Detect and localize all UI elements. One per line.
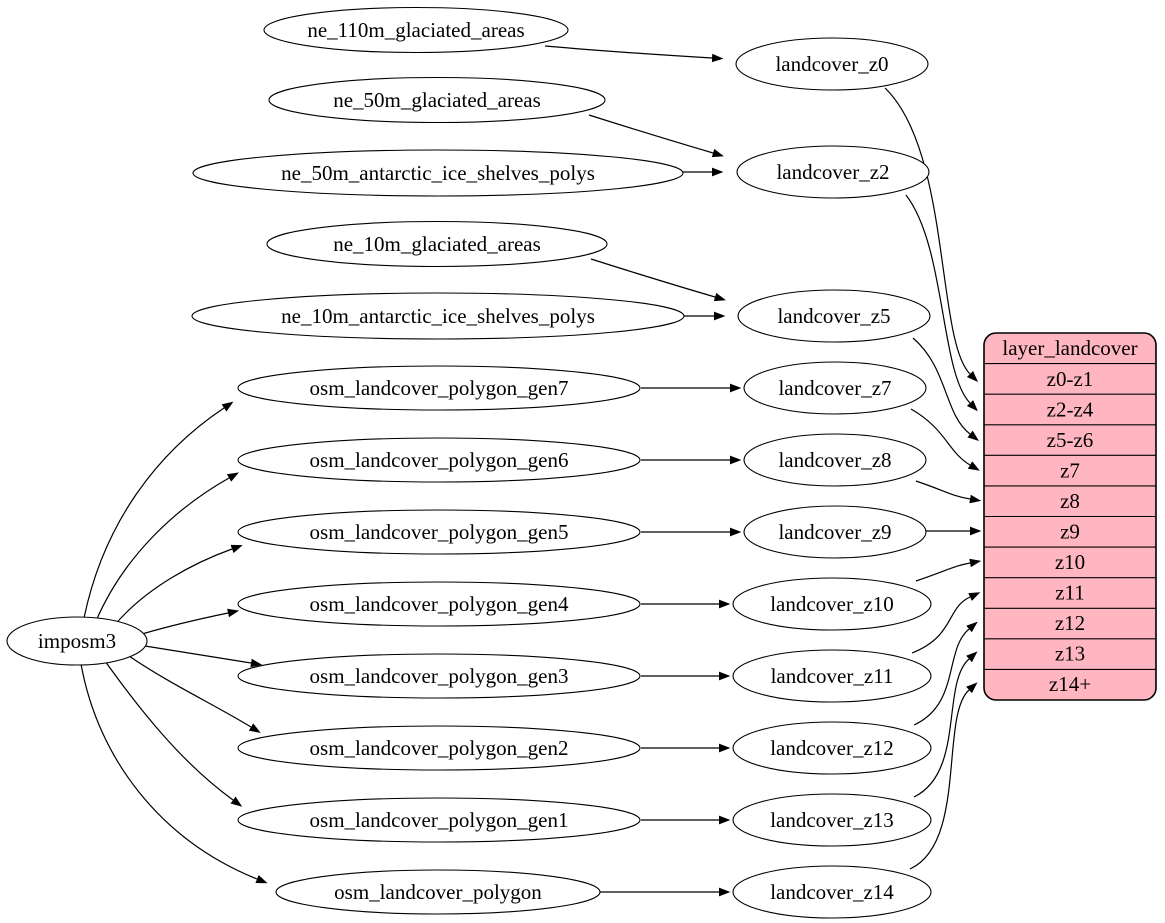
node-label: landcover_z7 (778, 376, 891, 400)
record-row-z8: z8 (1060, 489, 1080, 513)
node-label: osm_landcover_polygon_gen3 (310, 664, 569, 688)
node-label: landcover_z14 (770, 880, 894, 904)
edge-imposm3-to-osm_landcover_polygon_gen2 (128, 655, 261, 733)
record-row-z0-z1: z0-z1 (1047, 367, 1094, 391)
node-landcover_z14: landcover_z14 (732, 865, 932, 919)
edge-imposm3-to-osm_landcover_polygon_gen5 (112, 544, 243, 628)
node-landcover_z7: landcover_z7 (743, 361, 927, 415)
record-row-z2-z4: z2-z4 (1047, 398, 1094, 422)
node-label: ne_110m_glaciated_areas (307, 18, 524, 42)
node-label: landcover_z11 (771, 664, 894, 688)
node-label: landcover_z12 (770, 736, 894, 760)
node-ne_110m_glaciated_areas: ne_110m_glaciated_areas (263, 6, 569, 54)
edge-ne_50m_glaciated_areas-to-landcover_z2 (588, 114, 724, 158)
node-ne_50m_antarctic_ice_shelves_polys: ne_50m_antarctic_ice_shelves_polys (192, 149, 684, 197)
nodes-layer: imposm3 ne_110m_glaciated_areas ne_50m_g… (6, 6, 932, 919)
node-label: landcover_z10 (770, 592, 894, 616)
record-row-z13: z13 (1055, 642, 1085, 666)
node-label: landcover_z0 (775, 52, 888, 76)
edge-landcover_z10-to-row-z10 (915, 558, 982, 582)
edge-ne_10m_glaciated_areas-to-landcover_z5 (590, 258, 726, 302)
edge-imposm3-to-osm_landcover_polygon_gen3 (144, 645, 263, 668)
node-label: osm_landcover_polygon_gen5 (310, 520, 569, 544)
edge-landcover_z11-to-row-z11 (911, 592, 981, 654)
node-label: ne_10m_antarctic_ice_shelves_polys (281, 304, 595, 328)
node-label: landcover_z8 (778, 448, 891, 472)
record-row-z5-z6: z5-z6 (1047, 428, 1094, 452)
node-label: osm_landcover_polygon_gen1 (310, 808, 569, 832)
node-ne_50m_glaciated_areas: ne_50m_glaciated_areas (268, 76, 606, 124)
edge-landcover_z5-to-row-z5-z6 (912, 337, 980, 441)
node-landcover_z11: landcover_z11 (732, 649, 932, 703)
node-landcover_z5: landcover_z5 (737, 289, 931, 343)
edge-imposm3-to-osm_landcover_polygon_gen4 (141, 608, 240, 635)
node-ne_10m_glaciated_areas: ne_10m_glaciated_areas (266, 220, 608, 268)
node-label: ne_10m_glaciated_areas (333, 232, 541, 256)
edge-imposm3-to-osm_landcover_polygon_gen1 (104, 660, 243, 807)
edge-imposm3-to-osm_landcover_polygon_gen6 (95, 472, 239, 622)
record-row-z7: z7 (1060, 459, 1080, 483)
edge-landcover_z12-to-row-z12 (913, 621, 978, 726)
node-osm_landcover_polygon_gen4: osm_landcover_polygon_gen4 (237, 581, 641, 627)
node-label: ne_50m_antarctic_ice_shelves_polys (281, 161, 595, 185)
edges-layer (80, 45, 982, 897)
edge-landcover_z0-to-row-z0-z1 (884, 87, 979, 383)
node-landcover_z12: landcover_z12 (732, 721, 932, 775)
node-label: osm_landcover_polygon (334, 880, 542, 904)
node-osm_landcover_polygon: osm_landcover_polygon (275, 869, 601, 915)
edge-landcover_z13-to-row-z13 (913, 651, 978, 798)
node-label: osm_landcover_polygon_gen7 (310, 376, 569, 400)
record-row-z11: z11 (1055, 581, 1085, 605)
node-landcover_z9: landcover_z9 (743, 505, 927, 559)
node-landcover_z0: landcover_z0 (735, 37, 929, 91)
node-label: osm_landcover_polygon_gen2 (310, 736, 569, 760)
node-osm_landcover_polygon_gen2: osm_landcover_polygon_gen2 (237, 725, 641, 771)
edge-landcover_z7-to-row-z7 (910, 408, 980, 471)
edge-imposm3-to-osm_landcover_polygon (80, 663, 268, 884)
record-row-z12: z12 (1055, 611, 1085, 635)
node-osm_landcover_polygon_gen3: osm_landcover_polygon_gen3 (237, 653, 641, 699)
node-label: imposm3 (38, 629, 116, 653)
edge-ne_110m_glaciated_areas-to-landcover_z0 (544, 45, 724, 63)
node-landcover_z2: landcover_z2 (736, 145, 930, 199)
node-landcover_z8: landcover_z8 (743, 433, 927, 487)
node-osm_landcover_polygon_gen7: osm_landcover_polygon_gen7 (237, 365, 641, 411)
record-row-z14plus: z14+ (1049, 672, 1091, 696)
node-label: landcover_z13 (770, 808, 894, 832)
record-row-z10: z10 (1055, 550, 1085, 574)
node-osm_landcover_polygon_gen1: osm_landcover_polygon_gen1 (237, 797, 641, 843)
edge-landcover_z8-to-row-z8 (915, 480, 982, 504)
node-landcover_z13: landcover_z13 (732, 793, 932, 847)
record-row-z9: z9 (1060, 520, 1080, 544)
edge-landcover_z14-to-row-z14plus (909, 682, 978, 870)
node-landcover_z10: landcover_z10 (732, 577, 932, 631)
node-osm_landcover_polygon_gen5: osm_landcover_polygon_gen5 (237, 509, 641, 555)
node-label: osm_landcover_polygon_gen6 (310, 448, 569, 472)
edge-imposm3-to-osm_landcover_polygon_gen7 (83, 401, 234, 619)
node-label: landcover_z5 (777, 304, 890, 328)
node-label: osm_landcover_polygon_gen4 (310, 592, 569, 616)
node-imposm3: imposm3 (6, 616, 148, 666)
node-label: landcover_z9 (778, 520, 891, 544)
record-title: layer_landcover (1002, 336, 1137, 360)
node-osm_landcover_polygon_gen6: osm_landcover_polygon_gen6 (237, 437, 641, 483)
node-layer_landcover: layer_landcover z0-z1 z2-z4 z5-z6 z7 z8 … (983, 332, 1157, 701)
edge-landcover_z2-to-row-z2-z4 (905, 194, 978, 412)
node-label: landcover_z2 (776, 160, 889, 184)
node-ne_10m_antarctic_ice_shelves_polys: ne_10m_antarctic_ice_shelves_polys (191, 292, 685, 340)
node-label: ne_50m_glaciated_areas (333, 88, 541, 112)
